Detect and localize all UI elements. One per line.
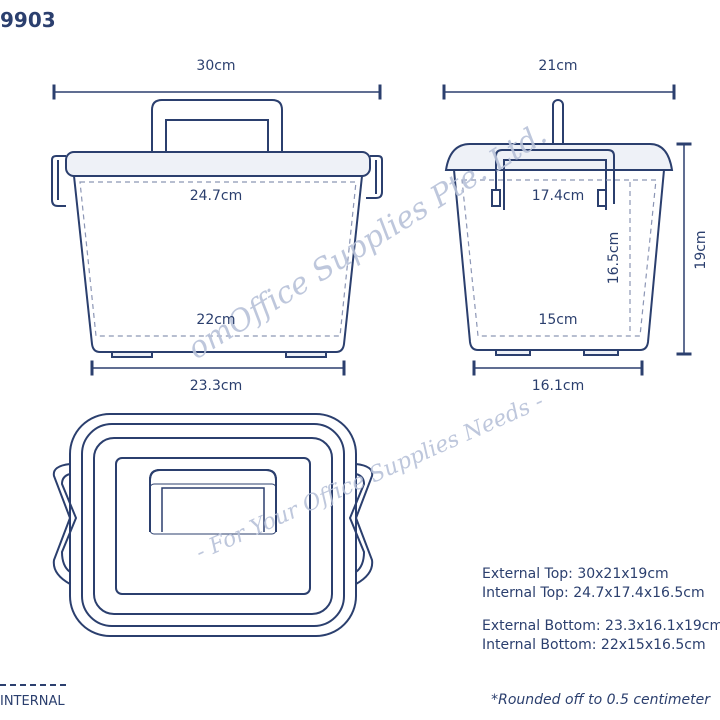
front-internal-top-label: 24.7cm: [189, 188, 243, 204]
front-internal-outline: [79, 181, 357, 337]
side-internal-outline: [461, 179, 657, 337]
side-view: [442, 84, 692, 376]
spec-internal-top: Internal Top: 24.7x17.4x16.5cm: [482, 585, 705, 601]
legend-dash-sample: [0, 684, 66, 686]
spec-block: External Top: 30x21x19cm Internal Top: 2…: [482, 565, 720, 655]
product-code: 9903: [0, 8, 56, 32]
side-internal-top-label: 17.4cm: [531, 188, 585, 204]
side-height-label: 19cm: [693, 230, 709, 270]
side-internal-height-label: 16.5cm: [606, 231, 622, 285]
front-bottom-width-label: 23.3cm: [189, 378, 243, 394]
front-view: [51, 84, 383, 376]
side-internal-bottom-label: 15cm: [538, 312, 578, 328]
spec-internal-bottom: Internal Bottom: 22x15x16.5cm: [482, 637, 706, 653]
front-top-width-label: 30cm: [196, 58, 236, 74]
spec-external-top: External Top: 30x21x19cm: [482, 566, 669, 582]
watermark-line2: - For Your Office Supplies Needs -: [192, 389, 547, 565]
side-top-depth-label: 21cm: [538, 58, 578, 74]
top-view: [52, 413, 374, 637]
spec-external-bottom: External Bottom: 23.3x16.1x19cm: [482, 618, 720, 634]
side-bottom-depth-label: 16.1cm: [531, 378, 585, 394]
legend-label: INTERNAL: [0, 694, 65, 709]
front-internal-bottom-label: 22cm: [196, 312, 236, 328]
legend: INTERNAL: [0, 684, 66, 709]
footnote: *Rounded off to 0.5 centimeter: [491, 692, 710, 708]
